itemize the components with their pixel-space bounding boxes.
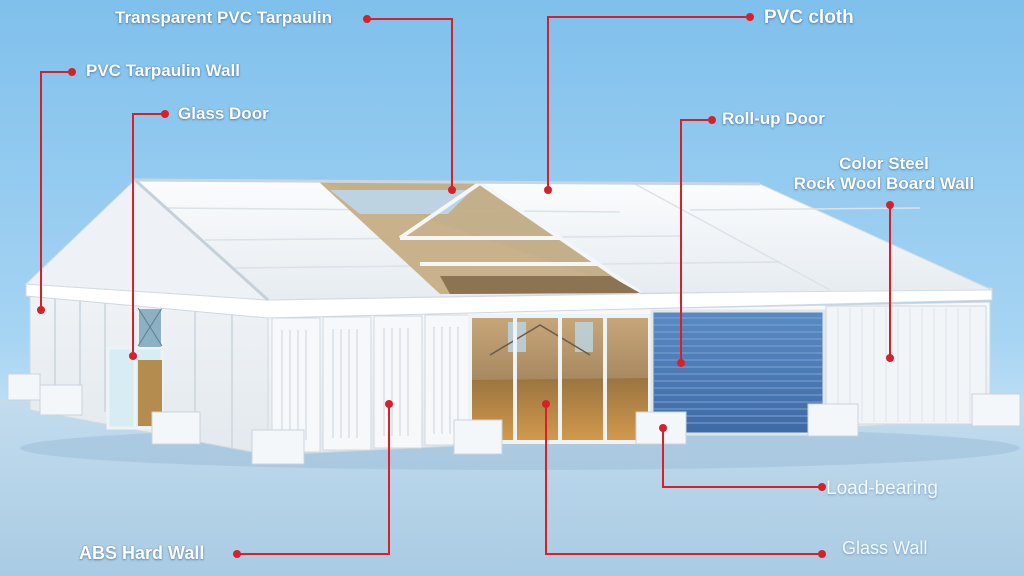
dot-transparent-pvc-target: [448, 186, 456, 194]
label-color-steel-line2: Rock Wool Board Wall: [793, 173, 975, 193]
label-pvc-tarpaulin-wall: PVC Tarpaulin Wall: [86, 61, 240, 80]
leader-roll-up-door: [680, 119, 712, 363]
label-pvc-cloth: PVC cloth: [764, 7, 854, 28]
dot-roll-up-label: [708, 116, 716, 124]
label-color-steel-rock-wool: Color Steel Rock Wool Board Wall: [786, 154, 982, 193]
dot-glass-wall-target: [542, 400, 550, 408]
label-color-steel-line1: Color Steel: [839, 154, 929, 173]
gable-rafter: [133, 178, 270, 302]
leader-glass-door: [132, 113, 165, 356]
dot-glass-door-target: [129, 352, 137, 360]
transparent-pvc-tarpaulin: [318, 181, 642, 295]
dot-transparent-pvc-label: [363, 15, 371, 23]
dot-pvc-cloth-target: [544, 186, 552, 194]
dot-glass-wall-label: [818, 550, 826, 558]
leader-glass-wall: [545, 404, 822, 555]
dot-load-bearing-label: [818, 483, 826, 491]
label-transparent-pvc-tarpaulin: Transparent PVC Tarpaulin: [115, 8, 332, 27]
dot-abs-wall-label: [233, 550, 241, 558]
dot-abs-wall-target: [385, 400, 393, 408]
label-glass-door: Glass Door: [178, 104, 269, 123]
leader-pvc-cloth: [547, 16, 750, 190]
label-roll-up-door: Roll-up Door: [722, 109, 825, 128]
dot-load-bearing-target: [659, 424, 667, 432]
dot-roll-up-target: [677, 359, 685, 367]
leader-pvc-tarpaulin-wall: [40, 71, 72, 310]
glass-door: [106, 307, 164, 430]
leader-load-bearing: [662, 428, 822, 488]
dot-color-steel-label: [886, 201, 894, 209]
dot-pvc-cloth-label: [746, 13, 754, 21]
leader-abs-hard-wall: [237, 404, 390, 555]
label-abs-hard-wall: ABS Hard Wall: [79, 543, 205, 563]
dot-color-steel-target: [886, 354, 894, 362]
label-load-bearing: Load-bearing: [826, 478, 938, 499]
dot-pvc-wall-label: [68, 68, 76, 76]
dot-pvc-wall-target: [37, 306, 45, 314]
load-bearing-blocks: [7, 373, 1021, 465]
dot-glass-door-label: [161, 110, 169, 118]
callout-lines: [40, 16, 891, 555]
label-glass-wall: Glass Wall: [842, 538, 928, 558]
leader-transparent-pvc: [367, 18, 453, 190]
roof-ridge: [134, 178, 761, 186]
callout-dots: [37, 13, 894, 558]
